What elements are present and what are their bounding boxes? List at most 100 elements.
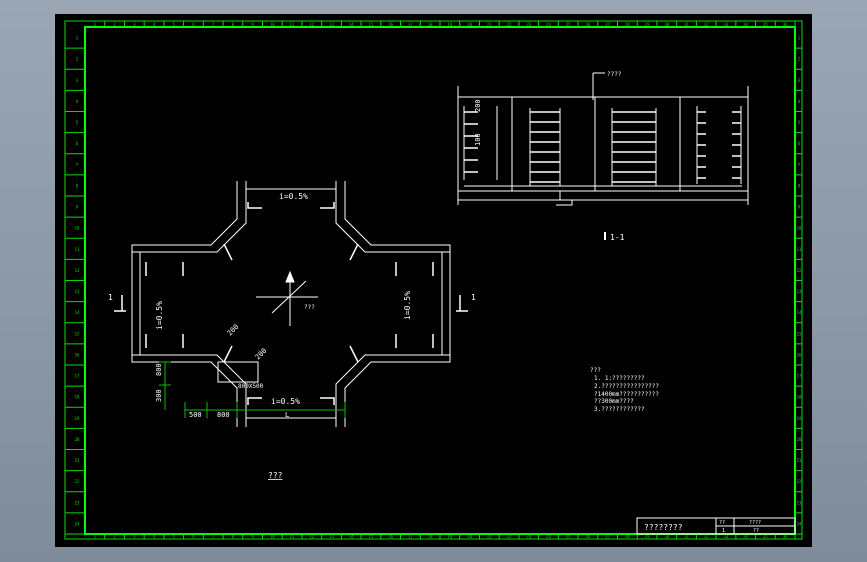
border-number-left: 20 [75,437,80,442]
dim-800-horizontal: 800 [217,411,230,419]
rack-rungs [464,111,741,183]
border-number-top: 21 [487,22,492,27]
border-number-top: 17 [408,22,413,27]
section-label-left: 1 [108,293,113,302]
border-number-left: 1 [76,36,79,41]
section-labels: ???? 200 100 1-1 [474,71,625,242]
border-number-bottom: 25 [566,534,571,539]
border-number-top: 23 [526,22,531,27]
notes-block: ??? 1. 1:????????? 2.???????????????? ?1… [590,367,659,413]
border-number-top: 4 [153,22,156,27]
border-number-right: 8 [798,183,801,188]
border-number-bottom: 19 [447,534,452,539]
plan-inner-wall-br [335,354,450,427]
slope-label-top: i=0.5% [279,192,308,201]
border-number-right: 19 [797,416,802,421]
slope-label-right: i=0.5% [403,291,412,320]
plan-brackets [145,202,434,405]
border-number-left: 15 [75,331,80,336]
border-number-top: 6 [192,22,195,27]
border-number-right: 18 [797,395,802,400]
border-number-bottom: 32 [704,534,709,539]
center-north-mark [256,270,318,326]
border-number-top: 28 [625,22,630,27]
border-number-right: 15 [797,331,802,336]
border-number-bottom: 22 [507,534,512,539]
border-number-top: 9 [251,22,254,27]
dim-L: L [285,411,289,419]
border-number-bottom: 7 [212,534,215,539]
trench-section [457,72,749,240]
border-number-right: 24 [797,521,802,526]
border-number-left: 5 [76,120,79,125]
border-number-top: 25 [566,22,571,27]
note-3: 3.???????????? [594,406,645,413]
border-number-top: 34 [743,22,748,27]
border-number-top: 13 [329,22,334,27]
border-number-top: 36 [783,22,788,27]
border-number-bottom: 23 [526,534,531,539]
border-number-left: 19 [75,416,80,421]
section-label-right: 1 [471,293,476,302]
border-number-left: 12 [75,268,80,273]
border-number-bottom: 1 [94,534,97,539]
note-2-cont-a: ?1400mm??????????? [594,391,659,398]
border-number-right: 4 [798,99,801,104]
border-number-left: 21 [75,458,80,463]
border-number-left: 17 [75,374,80,379]
plan-inner-wall-tr [335,181,450,253]
pit-outline [217,361,259,383]
border-number-bottom: 17 [408,534,413,539]
border-number-right: 23 [797,500,802,505]
border-number-left: 9 [76,205,79,210]
border-number-bottom: 26 [586,534,591,539]
plan-outline-left [131,181,238,427]
title-block-cell-b: ???? [749,520,761,526]
plan-dimensions [159,361,346,418]
note-2: 2.???????????????? [594,383,659,390]
border-number-right: 21 [797,458,802,463]
border-number-left: 3 [76,78,79,83]
notes-title: ??? [590,367,601,374]
border-number-top: 15 [369,22,374,27]
border-number-bottom: 12 [309,534,314,539]
border-number-bottom: 15 [369,534,374,539]
border-number-right: 22 [797,479,802,484]
border-number-right: 3 [798,78,801,83]
border-number-bottom: 9 [251,534,254,539]
border-number-right: 16 [797,352,802,357]
border-number-right: 2 [798,57,801,62]
border-number-top: 2 [113,22,116,27]
border-number-top: 33 [724,22,729,27]
border-number-right: 6 [798,141,801,146]
border-number-top: 32 [704,22,709,27]
plan-inner-wall-bl [132,354,247,427]
title-block-cell-a: ?? [719,520,725,526]
border-number-bottom: 3 [133,534,136,539]
border-number-top: 10 [270,22,275,27]
slope-label-bottom: i=0.5% [271,397,300,406]
border-number-left: 23 [75,500,80,505]
border-number-bottom: 35 [763,534,768,539]
border-number-bottom: 8 [232,534,235,539]
border-number-left: 7 [76,162,79,167]
border-number-left: 22 [75,479,80,484]
border-number-bottom: 4 [153,534,156,539]
border-number-bottom: 28 [625,534,630,539]
border-number-bottom: 30 [664,534,669,539]
border-number-left: 10 [75,226,80,231]
pit-label: 800X500 [238,383,264,390]
slope-label-left: i=0.5% [155,301,164,330]
border-number-bottom: 33 [724,534,729,539]
border-number-bottom: 34 [743,534,748,539]
border-number-right: 9 [798,205,801,210]
border-number-left: 2 [76,57,79,62]
section-dim-200: 200 [474,99,482,112]
border-number-bottom: 13 [329,534,334,539]
border-number-top: 24 [546,22,551,27]
border-number-bottom: 2 [113,534,116,539]
border-number-top: 7 [212,22,215,27]
